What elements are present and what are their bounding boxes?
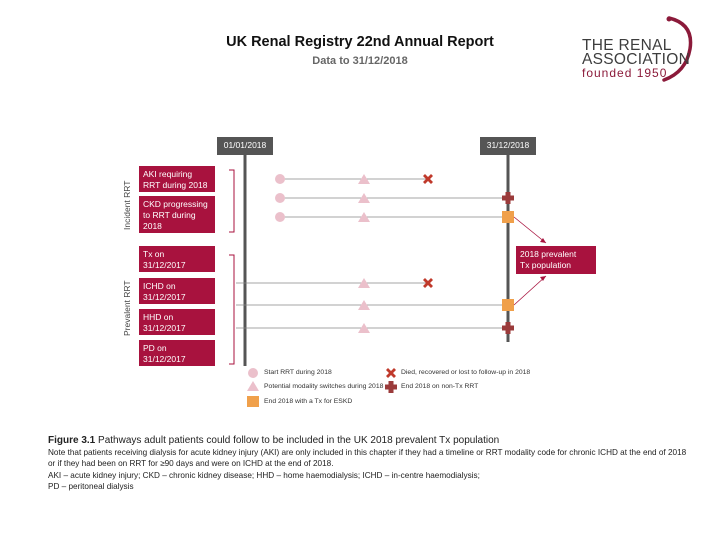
- box-ichd-line2: 31/12/2017: [143, 292, 186, 302]
- box-pd: PD on 31/12/2017: [139, 340, 215, 366]
- switch-marker: [358, 193, 370, 203]
- box-tx-line2: 31/12/2017: [143, 260, 186, 270]
- box-ichd-line1: ICHD on: [143, 281, 176, 291]
- died-marker: [423, 174, 433, 184]
- box-ichd: ICHD on 31/12/2017: [139, 278, 215, 304]
- switch-marker: [358, 278, 370, 288]
- box-aki-line2: RRT during 2018: [143, 180, 208, 190]
- figure-abbreviations-1: AKI – acute kidney injury; CKD – chronic…: [48, 470, 480, 480]
- legend-tx-text: End 2018 with a Tx for ESKD: [264, 398, 353, 405]
- legend-died-text: Died, recovered or lost to follow-up in …: [401, 369, 531, 376]
- tx-marker: [502, 299, 514, 311]
- box-pd-line2: 31/12/2017: [143, 354, 186, 364]
- non-tx-marker: [502, 322, 514, 334]
- prevalent-rrt-label: Prevalent RRT: [122, 280, 132, 336]
- start-marker: [275, 174, 285, 184]
- figure-abbreviations-2: PD – peritoneal dialysis: [48, 482, 134, 492]
- outcome-line2: Tx population: [520, 260, 572, 270]
- box-hhd-line2: 31/12/2017: [143, 323, 186, 333]
- logo-founded: founded 1950: [582, 66, 668, 80]
- figure-note: Note that patients receiving dialysis fo…: [48, 447, 687, 469]
- box-ckd-line2: to RRT during: [143, 210, 196, 220]
- figure-caption: Figure 3.1 Pathways adult patients could…: [48, 435, 688, 493]
- outcome-box: 2018 prevalent Tx population: [516, 246, 596, 274]
- died-marker: [423, 278, 433, 288]
- switch-marker: [358, 174, 370, 184]
- renal-association-logo: THE RENAL ASSOCIATION founded 1950: [574, 14, 694, 84]
- non-tx-marker: [502, 192, 514, 204]
- logo-swoosh-icon: [662, 16, 693, 82]
- box-aki: AKI requiring RRT during 2018: [139, 166, 215, 192]
- box-tx: Tx on 31/12/2017: [139, 246, 215, 272]
- legend-start-text: Start RRT during 2018: [264, 369, 332, 376]
- legend-switch-text: Potential modality switches during 2018: [264, 383, 384, 390]
- legend-died-marker: [386, 368, 396, 378]
- box-ckd: CKD progressing to RRT during 2018: [139, 196, 215, 233]
- incident-rrt-label: Incident RRT: [122, 180, 132, 230]
- outcome-line1: 2018 prevalent: [520, 249, 577, 259]
- report-title: UK Renal Registry 22nd Annual Report: [226, 34, 494, 50]
- tx-marker: [502, 211, 514, 223]
- switch-marker: [358, 323, 370, 333]
- figure-title: Pathways adult patients could follow to …: [98, 435, 500, 446]
- legend-non-tx-text: End 2018 on non-Tx RRT: [401, 383, 479, 390]
- figure-heading: Figure 3.1 Pathways adult patients could…: [48, 435, 688, 447]
- box-ckd-line3: 2018: [143, 221, 162, 231]
- logo-line-1: THE RENAL: [582, 37, 672, 54]
- legend-start-marker: [248, 368, 258, 378]
- legend-non-tx-marker: [385, 381, 397, 393]
- box-pd-line1: PD on: [143, 343, 167, 353]
- logo-line-2: ASSOCIATION: [582, 51, 691, 68]
- legend-tx-marker: [247, 396, 259, 407]
- legend-switch-marker: [247, 381, 259, 391]
- end-date-header: 31/12/2018: [480, 137, 536, 155]
- box-ckd-line1: CKD progressing: [143, 199, 208, 209]
- figure-label: Figure 3.1: [48, 435, 96, 446]
- box-aki-line1: AKI requiring: [143, 169, 193, 179]
- box-hhd: HHD on 31/12/2017: [139, 309, 215, 335]
- start-marker: [275, 193, 285, 203]
- start-date-header: 01/01/2018: [217, 137, 273, 155]
- switch-marker: [358, 212, 370, 222]
- report-subtitle: Data to 31/12/2018: [312, 55, 408, 67]
- box-tx-line1: Tx on: [143, 249, 165, 259]
- switch-marker: [358, 300, 370, 310]
- box-hhd-line1: HHD on: [143, 312, 174, 322]
- start-marker: [275, 212, 285, 222]
